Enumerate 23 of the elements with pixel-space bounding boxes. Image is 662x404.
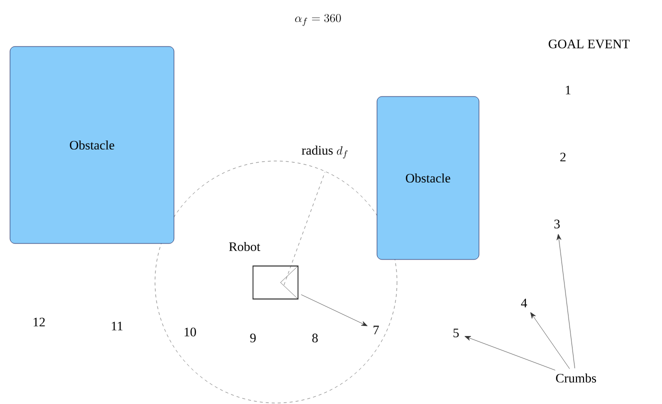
position-number: 2 [560,152,566,162]
position-number: 12 [34,318,45,326]
crumbs-label: Crumbs [556,373,596,383]
position-number: 3 [554,220,560,228]
obstacle-box: Obstacle [10,46,174,244]
arrow [300,294,368,326]
arrow [556,234,575,368]
position-number: 10 [184,328,196,336]
position-number: 7 [374,326,379,334]
position-number: 11 [112,322,122,330]
position-number: 9 [250,334,256,342]
robot-box [252,266,298,300]
position-number: 4 [521,298,528,308]
angle-label: $\alpha_f = 360$ [295,14,341,26]
arrow [530,312,570,369]
position-number: 1 [566,86,570,94]
position-number: 5 [454,328,459,338]
radius-label: $\textrm{radius }d_f$ [302,146,348,159]
obstacle-box: Obstacle [376,96,480,260]
position-number: 8 [312,334,318,342]
goal-event-label: GOAL EVENT [548,40,630,48]
arrow [464,336,556,370]
robot-label: Robot [229,242,260,252]
